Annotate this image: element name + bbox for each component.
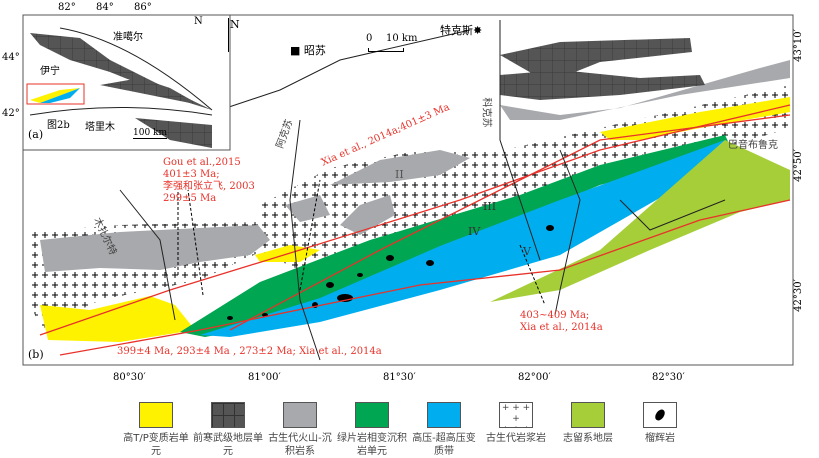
legend-item: 高T/P变质岩单元 <box>120 402 192 458</box>
volcanic-sed-island <box>285 195 330 222</box>
unit-label-4: IV <box>468 225 481 238</box>
silurian-strata <box>490 140 790 302</box>
place-yining: 伊宁 <box>40 66 60 77</box>
zhaosu-label: 昭苏 <box>303 44 326 57</box>
annotation-gou: Gou et al.,2015 401±3 Ma; 李强和张立飞, 2003 2… <box>163 157 255 205</box>
annotation-xia-right: 403~409 Ma; Xia et al., 2014a <box>520 310 603 334</box>
legend-label: 古生代岩浆岩 <box>486 433 546 444</box>
unit-label-3: III <box>483 200 497 213</box>
inset-scale: 100 km <box>133 128 168 139</box>
tick: 44° <box>2 52 20 63</box>
tick: 81°30′ <box>383 372 416 383</box>
sample-arrows <box>177 179 546 306</box>
place-zhaosu: ■ 昭苏 <box>290 42 326 58</box>
hp-uhp-belt <box>200 140 725 337</box>
unit-label-1: I <box>555 60 560 73</box>
scale-km: 10 km <box>386 33 418 44</box>
legend-item: 志留系地层 <box>552 402 624 458</box>
legend-label: 古生代火山-沉积岩系 <box>268 433 332 457</box>
volcanic-sed-upper <box>500 60 790 120</box>
annotation-line: Xia et al., 2014a <box>520 322 603 333</box>
main-map <box>30 20 791 361</box>
annotation-line: Gou et al.,2015 <box>163 157 241 168</box>
main-label: (b) <box>28 348 44 361</box>
fault-lines <box>39 104 791 356</box>
tick: 86° <box>134 2 152 13</box>
legend-item: + + + ++ + + + 古生代岩浆岩 <box>480 402 552 458</box>
swatch-precambrian <box>211 402 245 428</box>
rivers <box>119 20 726 361</box>
place-bayinbuluke: 巴音布鲁克 <box>728 140 778 151</box>
legend-label: 高T/P变质岩单元 <box>123 433 189 457</box>
swatch-volcanic <box>283 402 317 428</box>
scale-zero: 0 <box>366 33 373 44</box>
inset-label: (a) <box>28 128 44 141</box>
unit-label-2: II <box>395 168 404 181</box>
tick: 42° <box>2 108 20 119</box>
tick: 80°30′ <box>113 372 146 383</box>
river-kekesu: 科克苏 <box>480 97 492 128</box>
high-tp-unit-left <box>40 296 195 342</box>
legend-item: 高压-超高压变质带 <box>408 402 480 458</box>
annotation-xia-bottom: 399±4 Ma, 293±4 Ma , 273±2 Ma; Xia et al… <box>117 346 382 357</box>
tick: 42°30′ <box>792 279 804 312</box>
legend-label: 榴辉岩 <box>645 433 675 444</box>
precambrian-unit <box>500 70 705 100</box>
tekes-label: 特克斯 <box>440 24 473 37</box>
legend-label: 志留系地层 <box>563 433 613 444</box>
eclogite-icon <box>653 407 667 423</box>
high-tp-unit-upper <box>600 97 790 140</box>
inset-map <box>22 14 231 151</box>
swatch-eclogite <box>643 402 677 428</box>
unit-label-5: V <box>523 245 531 258</box>
greenschist-unit <box>180 135 732 337</box>
swatch-hp-uhp <box>427 402 461 428</box>
tick: 82°00′ <box>518 372 551 383</box>
scale-bar <box>368 48 404 52</box>
square-icon: ■ <box>290 44 304 57</box>
legend-item: 绿片岩相变沉积岩单元 <box>336 402 408 458</box>
legend-item: 前寒武级地层单元 <box>192 402 264 458</box>
swatch-greenschist <box>355 402 389 428</box>
legend-item: 古生代火山-沉积岩系 <box>264 402 336 458</box>
star-icon: ✸ <box>473 24 483 37</box>
volcanic-sed-island <box>340 195 395 235</box>
annotation-line: 李强和张立飞, 2003 <box>163 181 255 192</box>
tick: 82° <box>58 2 76 13</box>
volcanic-sed-left <box>40 225 270 272</box>
legend-label: 高压-超高压变质带 <box>412 433 476 457</box>
tick: 43°10′ <box>792 29 804 62</box>
legend-item: 榴辉岩 <box>624 402 696 458</box>
tick: 42°50′ <box>792 149 804 182</box>
legend: 高T/P变质岩单元 前寒武级地层单元 古生代火山-沉积岩系 绿片岩相变沉积岩单元… <box>120 402 720 458</box>
swatch-silurian <box>571 402 605 428</box>
tick: 81°00′ <box>248 372 281 383</box>
precambrian-unit <box>500 38 692 78</box>
swatch-high-tp <box>139 402 173 428</box>
volcanic-sed-island <box>330 150 470 185</box>
annotation-line: 401±3 Ma; <box>163 169 220 180</box>
annotation-line: 299±5 Ma <box>163 193 217 204</box>
annotation-line: 403~409 Ma; <box>520 310 590 321</box>
tick: 84° <box>96 2 114 13</box>
swatch-magmatic: + + + ++ + + + <box>499 402 533 428</box>
inset-north-arrow: N <box>194 16 203 27</box>
place-tekes: 特克斯✸ <box>440 22 482 38</box>
tick: 82°30′ <box>652 372 685 383</box>
fig-ref: 图2b <box>47 120 70 131</box>
place-junggar: 准噶尔 <box>113 32 143 43</box>
legend-label: 前寒武级地层单元 <box>193 433 263 457</box>
eclogite-bodies <box>227 225 554 320</box>
north-arrow: N <box>228 18 240 52</box>
place-tarim: 塔里木 <box>85 122 115 133</box>
legend-label: 绿片岩相变沉积岩单元 <box>337 433 407 457</box>
